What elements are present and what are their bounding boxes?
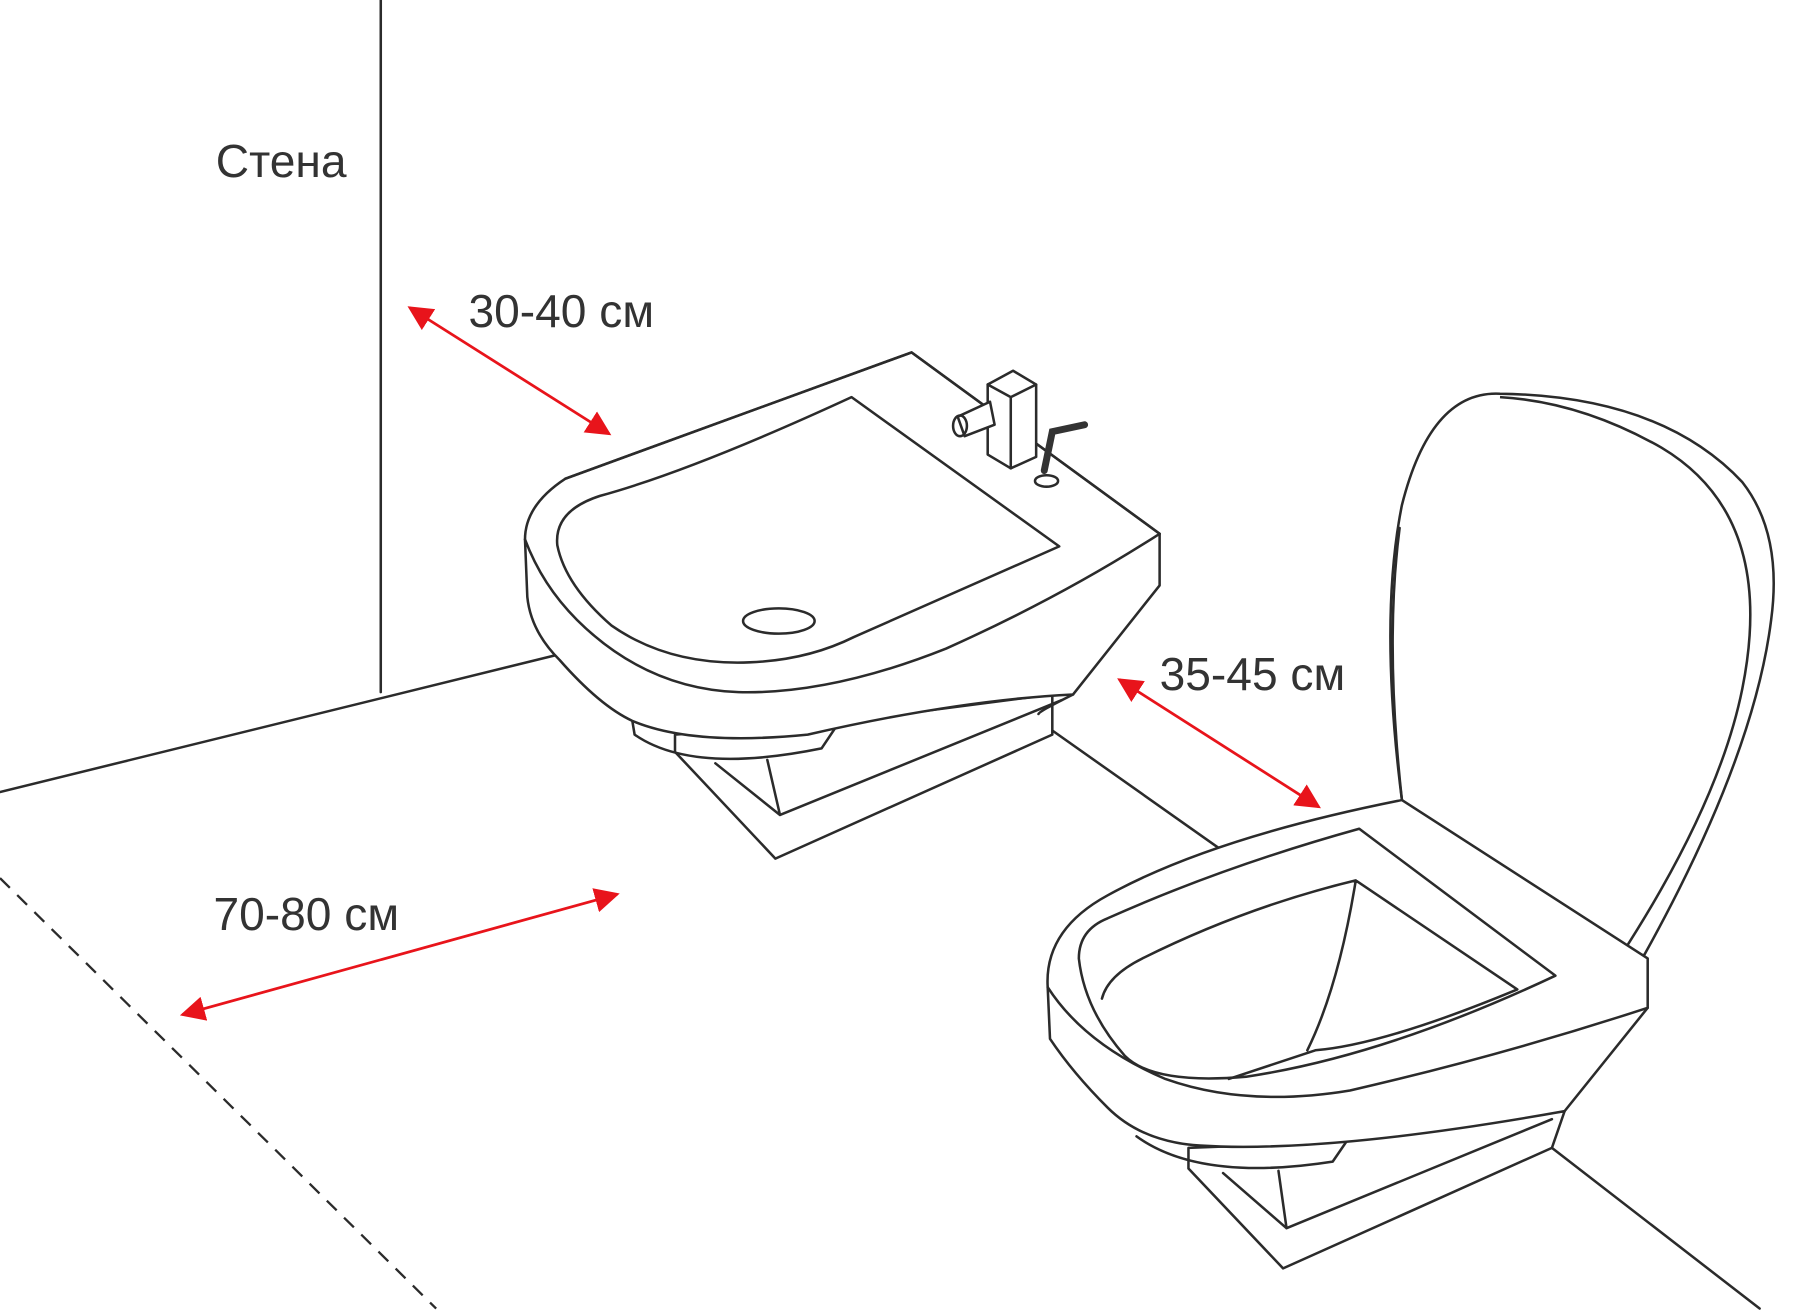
arrow-bidet-to-wall xyxy=(407,306,612,436)
bidet-lever xyxy=(1040,421,1089,475)
toilet-drawing xyxy=(1046,392,1775,1270)
arrow-front-clearance xyxy=(179,888,620,1021)
bidet-drawing xyxy=(523,351,1161,860)
toilet-lid xyxy=(1389,392,1775,957)
bidet-drain xyxy=(741,607,816,635)
bidet-bowl xyxy=(555,395,1061,664)
wall-label: Стена xyxy=(216,135,347,187)
floor-line-right xyxy=(1550,1146,1761,1310)
arrow-bidet-to-toilet xyxy=(1117,678,1321,809)
bidet-to-toilet-label: 35-45 см xyxy=(1160,648,1346,700)
clearance-dashed-line xyxy=(0,877,437,1310)
toilet-bowl xyxy=(1046,798,1649,1149)
toilet-seat xyxy=(1077,827,1557,1080)
floor-line-between xyxy=(1048,727,1223,851)
front-clearance-label: 70-80 см xyxy=(213,888,399,940)
wall-floor-line xyxy=(0,653,561,794)
bidet-to-wall-label: 30-40 см xyxy=(468,285,654,337)
